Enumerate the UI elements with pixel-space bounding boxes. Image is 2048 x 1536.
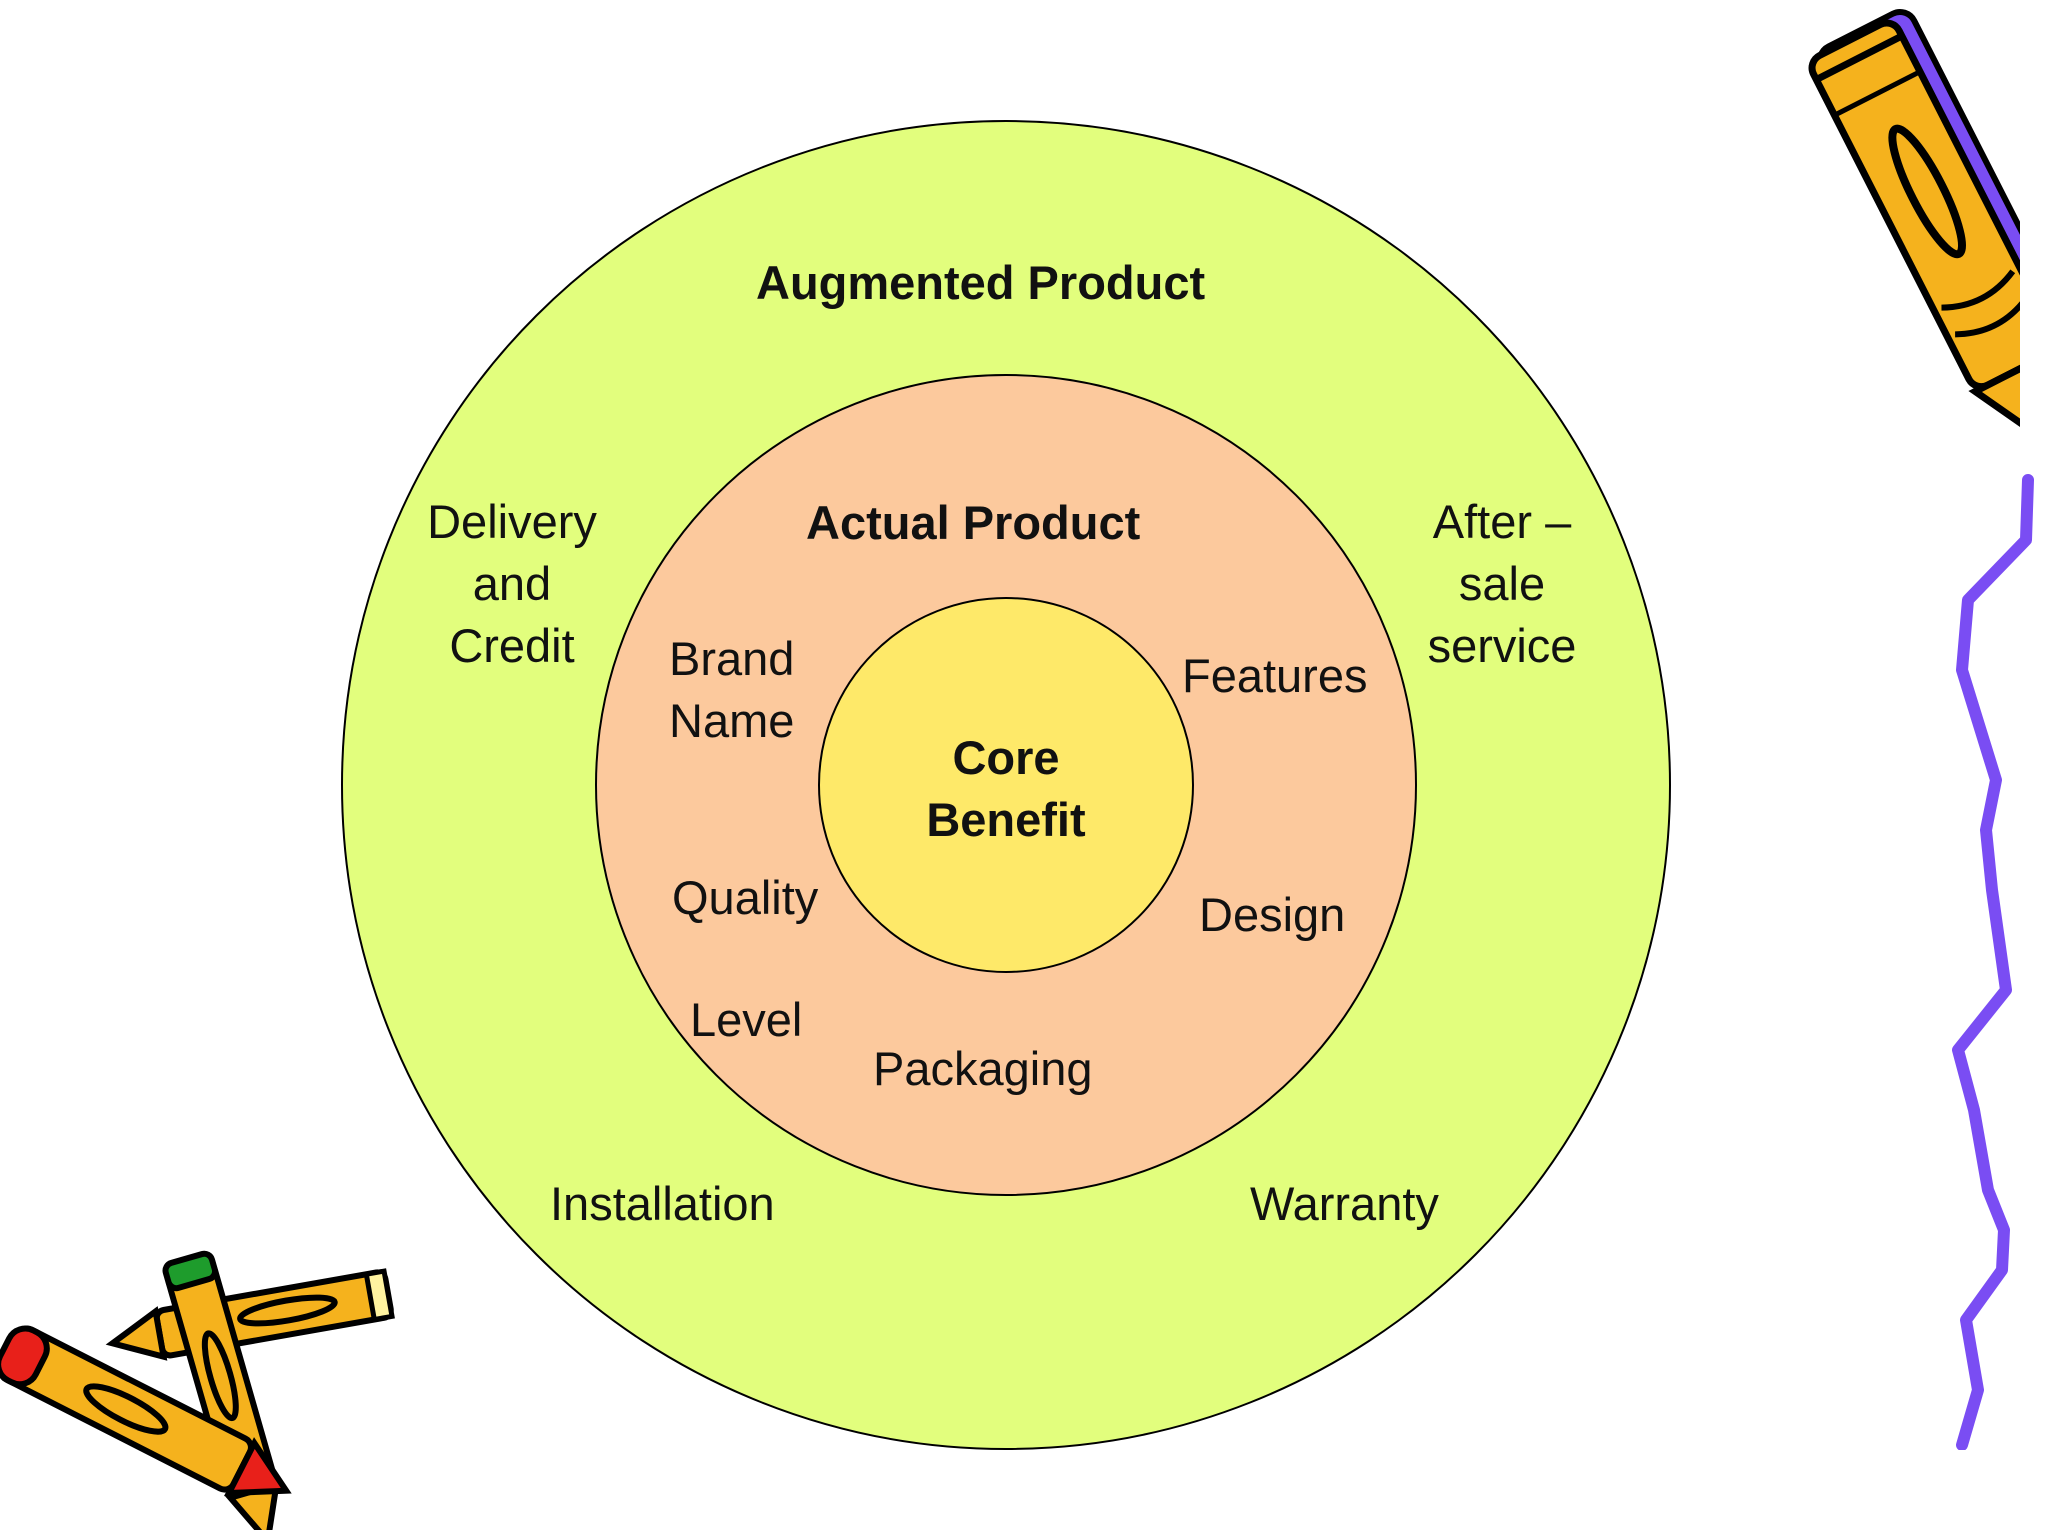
actual-product-title: Actual Product <box>806 496 1141 549</box>
augmented-product-title: Augmented Product <box>756 256 1206 309</box>
brand-name-line-2: Name <box>669 694 795 747</box>
brand-name-label: Brand Name <box>669 628 794 752</box>
core-benefit-title: Core Benefit <box>906 727 1106 851</box>
pencil-top-right-icon <box>1808 8 2020 457</box>
features-label: Features <box>1182 649 1368 702</box>
delivery-line-1: Delivery <box>427 495 597 548</box>
core-benefit-line-1: Core <box>952 731 1060 784</box>
packaging-label: Packaging <box>873 1042 1093 1095</box>
delivery-line-3: Credit <box>449 619 575 672</box>
after-sale-service-label: After – sale service <box>1402 491 1602 677</box>
design-label: Design <box>1199 888 1346 941</box>
quality-label: Quality <box>672 871 819 924</box>
squiggle-line-icon <box>1952 474 2034 1450</box>
delivery-and-credit-label: Delivery and Credit <box>412 491 612 677</box>
core-benefit-line-2: Benefit <box>926 793 1086 846</box>
warranty-label: Warranty <box>1250 1177 1439 1230</box>
after-sale-line-3: service <box>1427 619 1577 672</box>
level-label: Level <box>690 993 803 1046</box>
core-ring <box>818 597 1194 973</box>
after-sale-line-2: sale <box>1458 557 1546 610</box>
brand-name-line-1: Brand <box>669 632 795 685</box>
after-sale-line-1: After – <box>1432 495 1572 548</box>
crossed-pencils-icon <box>0 1250 395 1530</box>
delivery-line-2: and <box>472 557 552 610</box>
installation-label: Installation <box>550 1177 775 1230</box>
